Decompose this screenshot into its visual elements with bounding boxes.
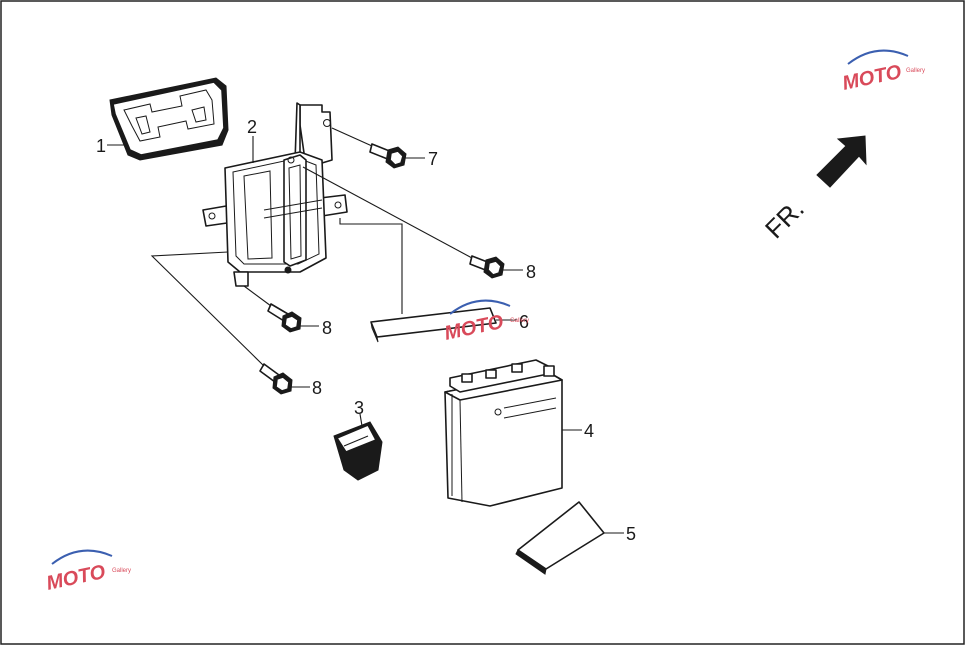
- svg-text:Gallery: Gallery: [906, 68, 925, 74]
- leader-6a: [339, 218, 403, 314]
- svg-text:Gallery: Gallery: [112, 568, 131, 574]
- part-8-bolt-middle: [267, 303, 302, 333]
- leader-7a: [331, 127, 373, 147]
- part-5-wedge-pad: [515, 501, 605, 575]
- callout-8b: 8: [322, 318, 332, 338]
- callout-1: 1: [96, 136, 106, 156]
- callout-6: 6: [519, 312, 529, 332]
- part-4-battery: [444, 359, 563, 507]
- part-2-battery-box: [202, 102, 348, 287]
- part-7-bolt: [369, 143, 407, 169]
- leader-8a: [302, 166, 473, 259]
- part-3-terminal-cap: [333, 421, 383, 481]
- callout-2: 2: [247, 117, 257, 137]
- leader-8c: [150, 251, 265, 367]
- part-8-bolt-right: [469, 255, 505, 279]
- callout-7: 7: [428, 149, 438, 169]
- callout-8a: 8: [526, 262, 536, 282]
- part-1-battery-cover: [109, 77, 229, 161]
- callout-3: 3: [354, 398, 364, 418]
- callout-8c: 8: [312, 378, 322, 398]
- part-8-bolt-lower: [259, 363, 293, 395]
- leader-3: [359, 413, 363, 427]
- callout-4: 4: [584, 421, 594, 441]
- svg-text:Gallery: Gallery: [510, 318, 529, 324]
- front-direction-arrow-icon: [816, 135, 867, 188]
- leader-8b: [243, 285, 272, 307]
- callout-5: 5: [626, 524, 636, 544]
